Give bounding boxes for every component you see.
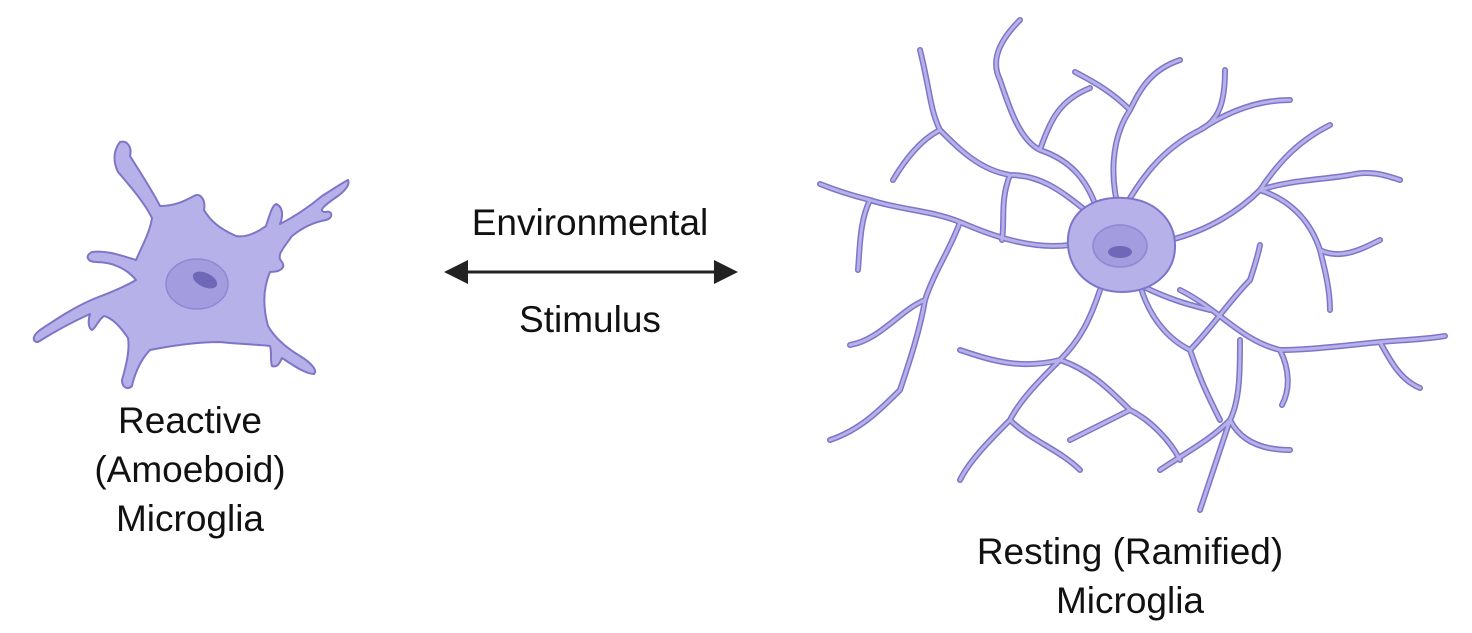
ramified-nucleolus (1108, 246, 1132, 258)
reactive-line-3: Microglia (115, 498, 265, 539)
reactive-microglia-label: Reactive (Amoeboid) Microglia (40, 396, 340, 543)
amoeboid-nucleus (165, 258, 229, 310)
double-headed-arrow-icon (444, 260, 738, 284)
stimulus-label-top: Environmental (440, 198, 740, 247)
amoeboid-nucleolus (192, 271, 218, 289)
resting-line-1: Resting (Ramified) (976, 531, 1284, 572)
ramified-processes-fill (818, 18, 1447, 512)
stimulus-line-2: Stimulus (519, 299, 661, 340)
resting-microglia-label: Resting (Ramified) Microglia (930, 527, 1330, 625)
amoeboid-microglia-illustration (32, 140, 350, 389)
ramified-microglia-illustration (817, 17, 1448, 513)
reactive-line-2: (Amoeboid) (94, 449, 286, 490)
resting-line-2: Microglia (1055, 580, 1205, 621)
reactive-line-1: Reactive (118, 400, 262, 441)
stimulus-line-1: Environmental (471, 202, 709, 243)
stimulus-label-bottom: Stimulus (440, 295, 740, 344)
